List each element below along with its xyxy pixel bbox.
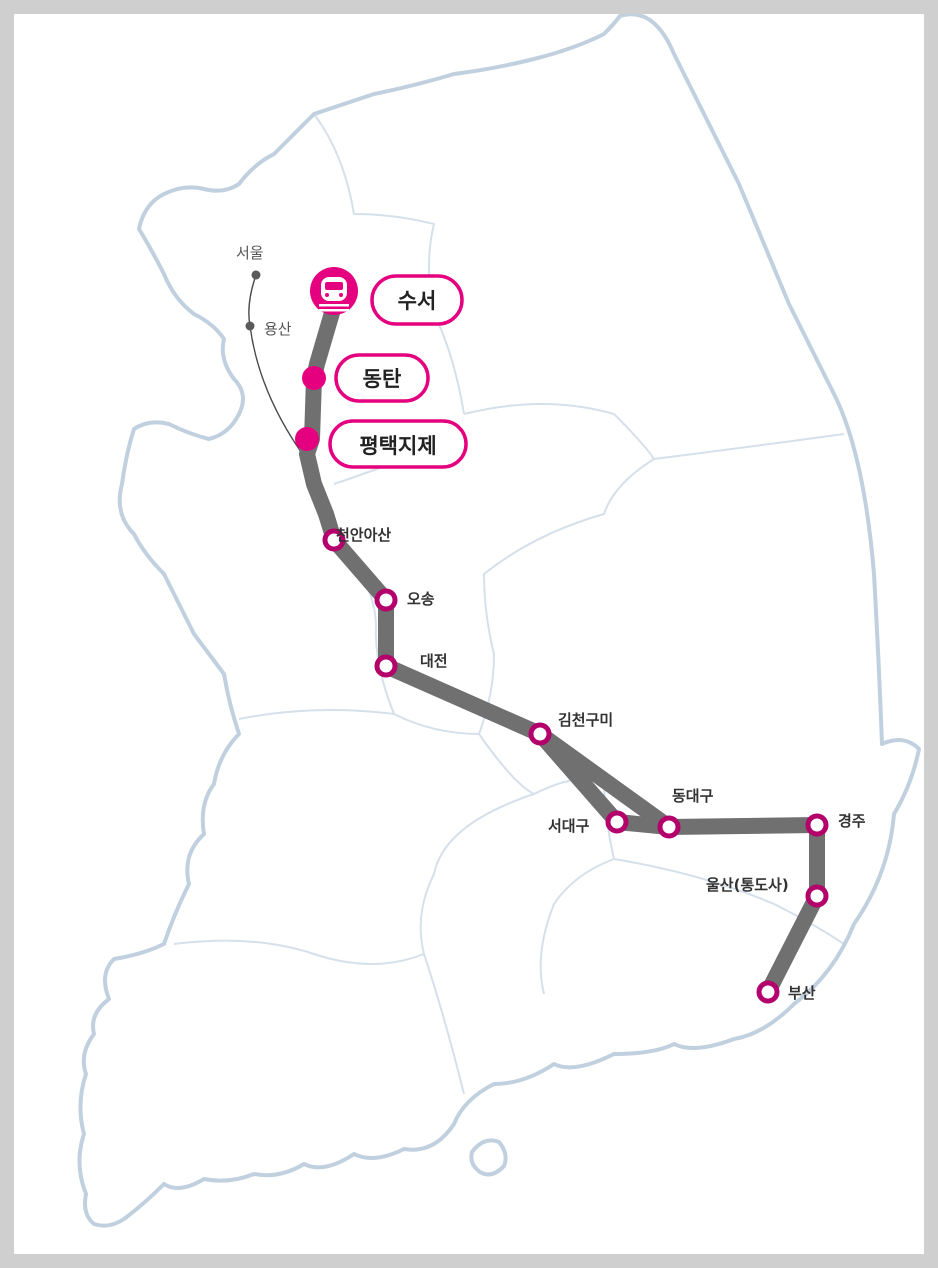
pill-pyeongtaek[interactable]: 평택지제: [328, 419, 468, 469]
region-border: [463, 403, 845, 460]
station-dot-dongdaegu[interactable]: [657, 815, 681, 839]
region-border: [613, 858, 845, 945]
station-label-ulsan: 울산(통도사): [706, 876, 789, 894]
map-frame: 서울 용산 수서 동탄 평택지제 천안아산 오송 대전 김천구: [14, 14, 924, 1254]
region-border: [478, 458, 655, 735]
station-dot-seodaegu[interactable]: [605, 810, 629, 834]
station-dot-pyeongtaek[interactable]: [295, 427, 319, 451]
station-dot-gimcheon[interactable]: [528, 722, 552, 746]
pill-suseo-label: 수서: [398, 289, 437, 313]
pill-suseo-box[interactable]: [370, 274, 464, 326]
station-dot-gyeongju[interactable]: [805, 813, 829, 837]
station-dot-cheonan[interactable]: [322, 528, 346, 552]
legacy-line: [248, 274, 307, 460]
station-label-gyeongju: 경주: [838, 812, 866, 830]
region-border: [313, 113, 465, 415]
station-label-yongsan: 용산: [264, 320, 292, 338]
route-line: [299, 298, 825, 1000]
station-dot-dongtan[interactable]: [302, 366, 326, 390]
station-dot-ulsan[interactable]: [805, 884, 829, 908]
station-label-dongdaegu: 동대구: [672, 787, 714, 805]
station-label-cheonan: 천안아산: [336, 526, 391, 544]
station-label-daejeon: 대전: [420, 652, 448, 670]
station-dot-osong[interactable]: [374, 588, 398, 612]
pill-dongtan-label: 동탄: [363, 367, 402, 391]
station-dot-seoul[interactable]: [251, 270, 261, 280]
island: [469, 1138, 508, 1177]
pill-dongtan-box[interactable]: [334, 353, 430, 403]
train-icon: [319, 277, 349, 312]
station-dot-daejeon[interactable]: [374, 654, 398, 678]
region-border: [173, 939, 425, 965]
pill-dongtan[interactable]: 동탄: [334, 353, 430, 403]
station-label-seodaegu: 서대구: [548, 817, 590, 835]
route-map: 서울 용산 수서 동탄 평택지제 천안아산 오송 대전 김천구: [77, 14, 921, 1228]
region-border: [238, 709, 605, 795]
region-borders: [173, 113, 845, 1095]
station-suseo[interactable]: [310, 267, 358, 315]
station-dot-busan[interactable]: [756, 980, 780, 1004]
station-dot-yongsan[interactable]: [245, 321, 255, 331]
station-label-gimcheon: 김천구미: [558, 711, 613, 729]
pill-pyeongtaek-label: 평택지제: [359, 434, 436, 458]
region-border: [419, 793, 535, 1095]
route-branch: [532, 726, 677, 835]
pill-suseo[interactable]: 수서: [370, 274, 464, 326]
coastline: [77, 14, 921, 1228]
station-label-seoul: 서울: [236, 244, 264, 262]
station-label-osong: 오송: [407, 590, 435, 608]
station-label-busan: 부산: [788, 984, 816, 1002]
pill-pyeongtaek-box[interactable]: [328, 419, 468, 469]
